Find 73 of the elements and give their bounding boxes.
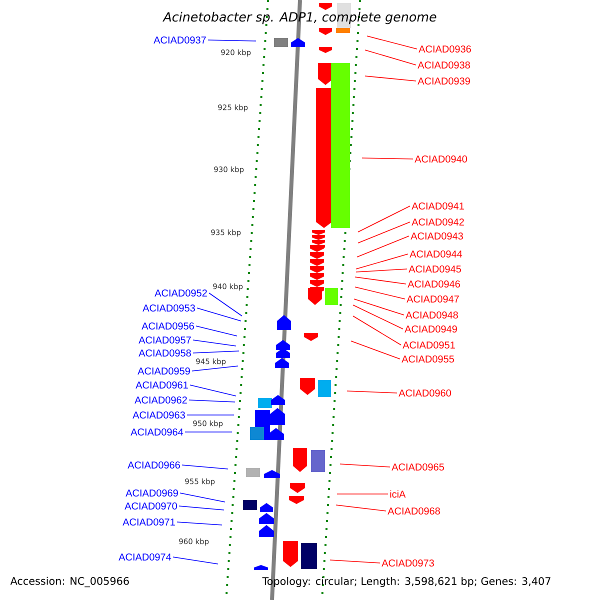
leader-line [352,316,402,346]
gene-label: ACIAD0960 [398,389,451,397]
gene-label: ACIAD0947 [406,295,459,303]
gene-label: ACIAD0965 [392,463,444,471]
gene-label: ACIAD0962 [134,396,187,404]
leader-line [192,340,236,346]
leader-line [340,464,390,468]
gene-label: ACIAD0951 [402,341,455,349]
gene-label: ACIAD0953 [142,304,195,312]
gene-label: ACIAD0946 [408,280,460,288]
leader-line [346,390,398,394]
leader-line [172,556,218,564]
leader-line [176,522,222,526]
leader-line [356,268,408,272]
gene-label: ACIAD0940 [414,155,467,163]
gene-label: ACIAD0939 [418,77,470,85]
summary-text: Topology: circular; Length: 3,598,621 bp; Genes: 3,407 [262,576,550,588]
title: Acinetobacter sp. ADP1, complete genome [162,12,436,24]
gene-label: iciA [390,490,406,498]
gene-label: ACIAD0959 [138,367,190,375]
leader-line [192,350,240,354]
leader-line [354,298,404,316]
leader-line [366,36,418,50]
gene-label: ACIAD0966 [128,461,180,469]
leader-line [196,308,242,322]
leader-line [358,222,410,244]
gene-label: ACIAD0957 [138,336,191,344]
leader-line [358,206,410,232]
gene-label: ACIAD0937 [154,36,206,44]
leader-line [354,286,406,300]
leader-line [356,236,410,258]
leader-line [364,50,416,66]
gene-label: ACIAD0974 [118,553,172,561]
gene-label: ACIAD0936 [418,45,471,53]
gene-label: ACIAD0968 [388,507,440,515]
leader-line [192,366,238,372]
leader-line [188,400,236,402]
leader-line [364,76,416,82]
leader-line [196,326,238,336]
leader-line [208,292,242,316]
accession-text: Accession: NC_005966 [10,576,129,588]
gene-label: ACIAD0955 [402,355,454,363]
gene-label: ACIAD0942 [412,218,464,226]
gene-label: ACIAD0945 [408,265,461,273]
gene-label: ACIAD0964 [130,428,184,436]
gene-label: ACIAD0938 [418,61,470,69]
gene-label: ACIAD0944 [410,250,462,258]
leader-line [182,464,228,470]
leader-line [362,158,414,160]
gene-label: ACIAD0973 [382,559,434,567]
leader-line [356,254,408,270]
leader-line [208,40,256,42]
gene-label: ACIAD0956 [142,322,194,330]
leader-line [180,492,226,502]
leader-line [352,304,404,330]
leader-line [190,384,236,396]
gene-label: ACIAD0952 [154,289,207,297]
gene-label: ACIAD0948 [406,311,458,319]
gene-label: ACIAD0963 [132,411,185,419]
leader-line [178,506,224,510]
gene-label: ACIAD0969 [126,489,178,497]
gene-label: ACIAD0958 [138,349,191,357]
gene-label: ACIAD0941 [412,202,464,210]
leader-line [186,414,234,416]
leader-line [330,560,380,564]
leader-line [350,340,400,360]
gene-label: ACIAD0961 [136,381,188,389]
leader-line [354,276,406,284]
leader-line [336,504,386,512]
gene-label: ACIAD0949 [404,325,457,333]
gene-label: ACIAD0971 [122,518,175,526]
gene-label: ACIAD0943 [410,232,463,240]
gene-label: ACIAD0970 [124,502,177,510]
